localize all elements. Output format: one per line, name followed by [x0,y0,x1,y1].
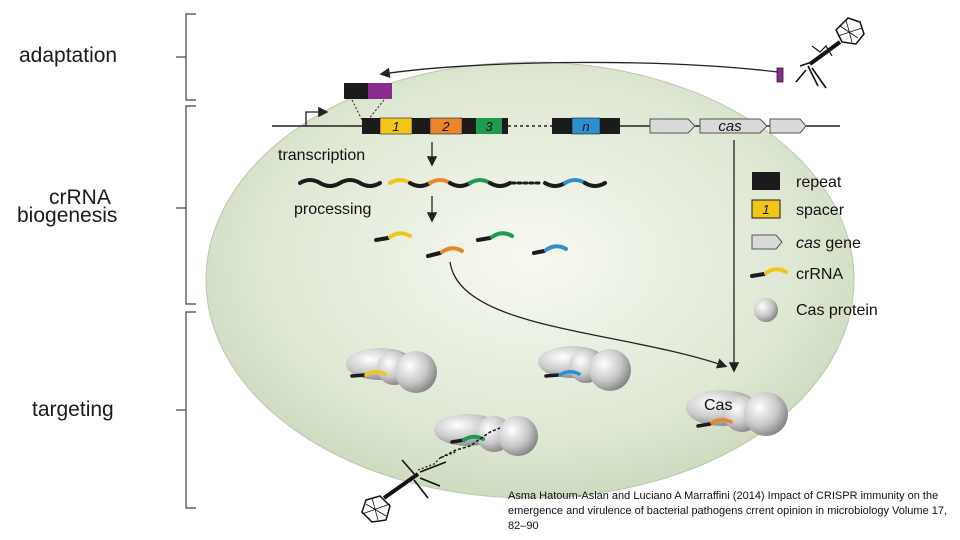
cas-complex-blue [538,346,631,391]
phage-bottom-icon [361,451,457,523]
citation-caption: Asma Hatoum-Aslan and Luciano A Marraffi… [508,490,948,532]
legend-cas-gene-label: cas gene [796,235,861,252]
phage-top-icon [795,17,865,89]
targeting-bracket [185,311,196,509]
stage-adaptation-label: adaptation [19,44,118,67]
crispr-array: 1 2 3 n [362,117,620,135]
stage-targeting-label: targeting [32,398,114,421]
cas-complex-green-targeting [434,414,538,459]
processing-label: processing [294,201,371,218]
cas-complex-yellow [346,348,437,393]
legend-repeat-swatch [752,172,780,190]
legend: repeat 1 spacer cas gene crRNA Cas prote… [750,172,878,322]
new-repeat [344,83,368,99]
cas-gene-label: cas [718,118,742,135]
legend-crrna-label: crRNA [796,266,843,283]
adaptation-bracket [185,13,196,101]
adaptation-arrow [379,61,779,79]
stage-crrna-label-line2: biogenesis [17,204,118,227]
legend-spacer-label: spacer [796,202,845,219]
legend-cas-protein-label: Cas protein [796,302,878,319]
cas-genes [649,118,807,134]
promoter-arrow [305,106,329,126]
spacer-label-n: n [582,119,589,134]
crrna-bracket [185,105,196,305]
mature-crrnas [374,231,568,258]
cas-complex-orange: Cas [686,390,788,436]
new-spacer [368,83,392,99]
legend-crrna-swatch [764,267,788,275]
legend-spacer-number: 1 [762,202,769,217]
legend-cas-gene-swatch [751,234,783,250]
legend-cas-protein-swatch [754,298,778,322]
spacer-label-3: 3 [485,119,493,134]
pre-crrna-transcript [298,178,607,188]
legend-spacer-swatch [751,199,781,219]
spacer-label-1: 1 [392,119,399,134]
bacterial-cell [205,61,855,499]
crrna-to-cas-arrow [449,261,728,369]
cas-complex-label: Cas [704,397,732,414]
spacer-label-2: 2 [441,119,450,134]
transcription-label: transcription [278,147,365,164]
legend-repeat-label: repeat [796,174,842,191]
stage-crrna-label-line1: crRNA [49,186,111,209]
